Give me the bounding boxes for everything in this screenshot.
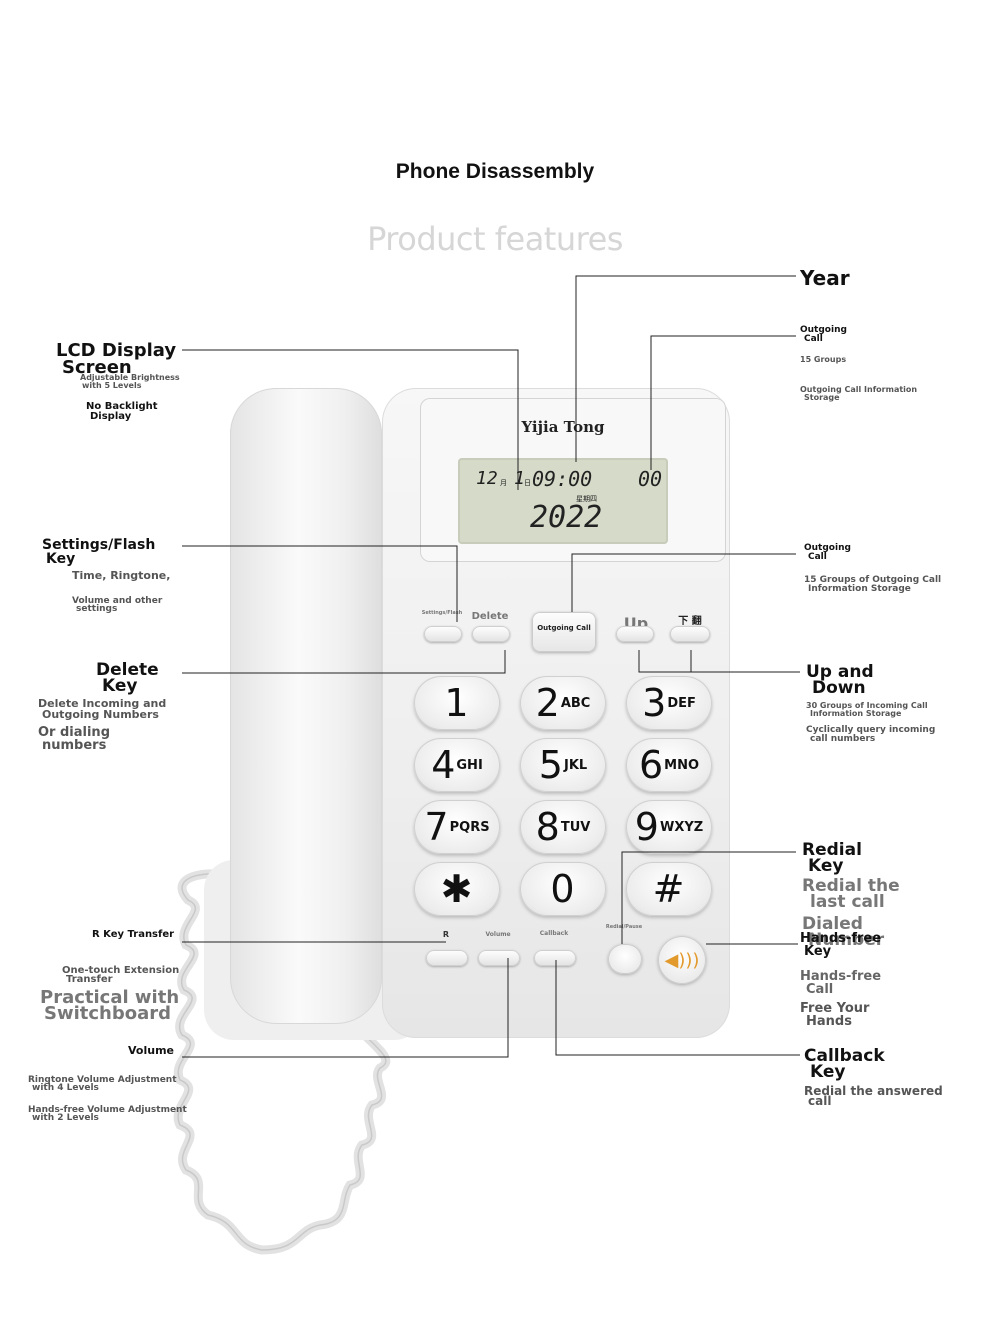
lcd-screen: 12 月 1 日 09:00 00 星期四 2022 xyxy=(458,458,668,544)
leader-volume xyxy=(182,958,509,1058)
key-star[interactable]: ✱ xyxy=(414,862,500,916)
redial-pause-label: Redial/Pause xyxy=(605,924,643,930)
callout-handsfree: Hands-free Key Hands-free Call Free Your… xyxy=(800,931,882,1029)
delete-label: Delete xyxy=(471,611,509,622)
leader-callback xyxy=(555,960,800,1056)
lcd-day-unit: 日 xyxy=(524,479,531,487)
leader-settings xyxy=(182,545,458,622)
callout-volume: Volume Ringtone Volume Adjustment with 4… xyxy=(28,1044,187,1123)
delete-button[interactable] xyxy=(472,626,510,642)
r-label: R xyxy=(442,930,450,939)
lcd-month-unit: 月 xyxy=(500,479,507,487)
lcd-year: 2022 xyxy=(530,500,603,535)
callout-outgoing-mid: Outgoing Call 15 Groups of Outgoing Call… xyxy=(804,543,942,594)
handsfree-button[interactable]: ◀︎))) xyxy=(658,936,706,984)
lcd-month: 12 xyxy=(476,468,498,489)
leader-year xyxy=(575,275,796,462)
leader-up xyxy=(638,650,800,673)
callout-year: Year xyxy=(800,266,850,290)
lcd-day: 1 xyxy=(514,468,525,489)
callout-updown: Up and Down 30 Groups of Incoming Call I… xyxy=(806,662,936,744)
redial-button[interactable] xyxy=(608,944,642,974)
callback-button[interactable] xyxy=(534,950,576,966)
down-label: 下 翻 xyxy=(678,616,702,627)
callout-callback: Callback Key Redial the answered call xyxy=(804,1046,943,1108)
page-subtitle: Product features xyxy=(367,220,623,258)
volume-label: Volume xyxy=(485,931,511,938)
settings-flash-label: Settings/Flash xyxy=(421,610,463,616)
brand-label: Yijia Tong xyxy=(521,418,605,436)
callback-label: Callback xyxy=(539,930,569,937)
handset[interactable] xyxy=(230,388,382,1024)
key-hash[interactable]: # xyxy=(626,862,712,916)
leader-delete xyxy=(182,650,506,674)
key-1[interactable]: 1 xyxy=(414,676,500,730)
callout-lcd: LCD Display Screen Adjustable Brightness… xyxy=(56,340,180,422)
callout-delete: Delete Key Delete Incoming and Outgoing … xyxy=(38,660,167,753)
speaker-icon: ◀︎))) xyxy=(664,949,700,971)
lcd-week: 星期四 xyxy=(576,495,597,503)
callout-outgoing-top: Outgoing Call 15 Groups Outgoing Call In… xyxy=(800,325,918,402)
r-button[interactable] xyxy=(426,950,468,966)
leader-outgoing-mid xyxy=(571,553,796,612)
leader-lcd xyxy=(182,349,519,490)
callout-rkey: R Key Transfer One-touch Extension Trans… xyxy=(40,929,180,1024)
settings-flash-button[interactable] xyxy=(424,626,462,642)
key-0[interactable]: 0 xyxy=(520,862,606,916)
leader-outgoing-top xyxy=(650,335,796,470)
lcd-time: 09:00 xyxy=(532,467,593,491)
lcd-count: 00 xyxy=(638,467,663,491)
up-button[interactable] xyxy=(616,626,654,642)
callout-settings: Settings/Flash Key Time, Ringtone, Volum… xyxy=(42,537,171,614)
volume-button[interactable] xyxy=(478,950,520,966)
outgoing-call-button[interactable]: Outgoing Call xyxy=(532,612,596,652)
leader-redial xyxy=(621,851,796,944)
page-title: Phone Disassembly xyxy=(395,160,595,183)
callout-redial: Redial Key Redial the last call Dialed N… xyxy=(802,840,900,950)
down-button[interactable] xyxy=(670,626,710,642)
